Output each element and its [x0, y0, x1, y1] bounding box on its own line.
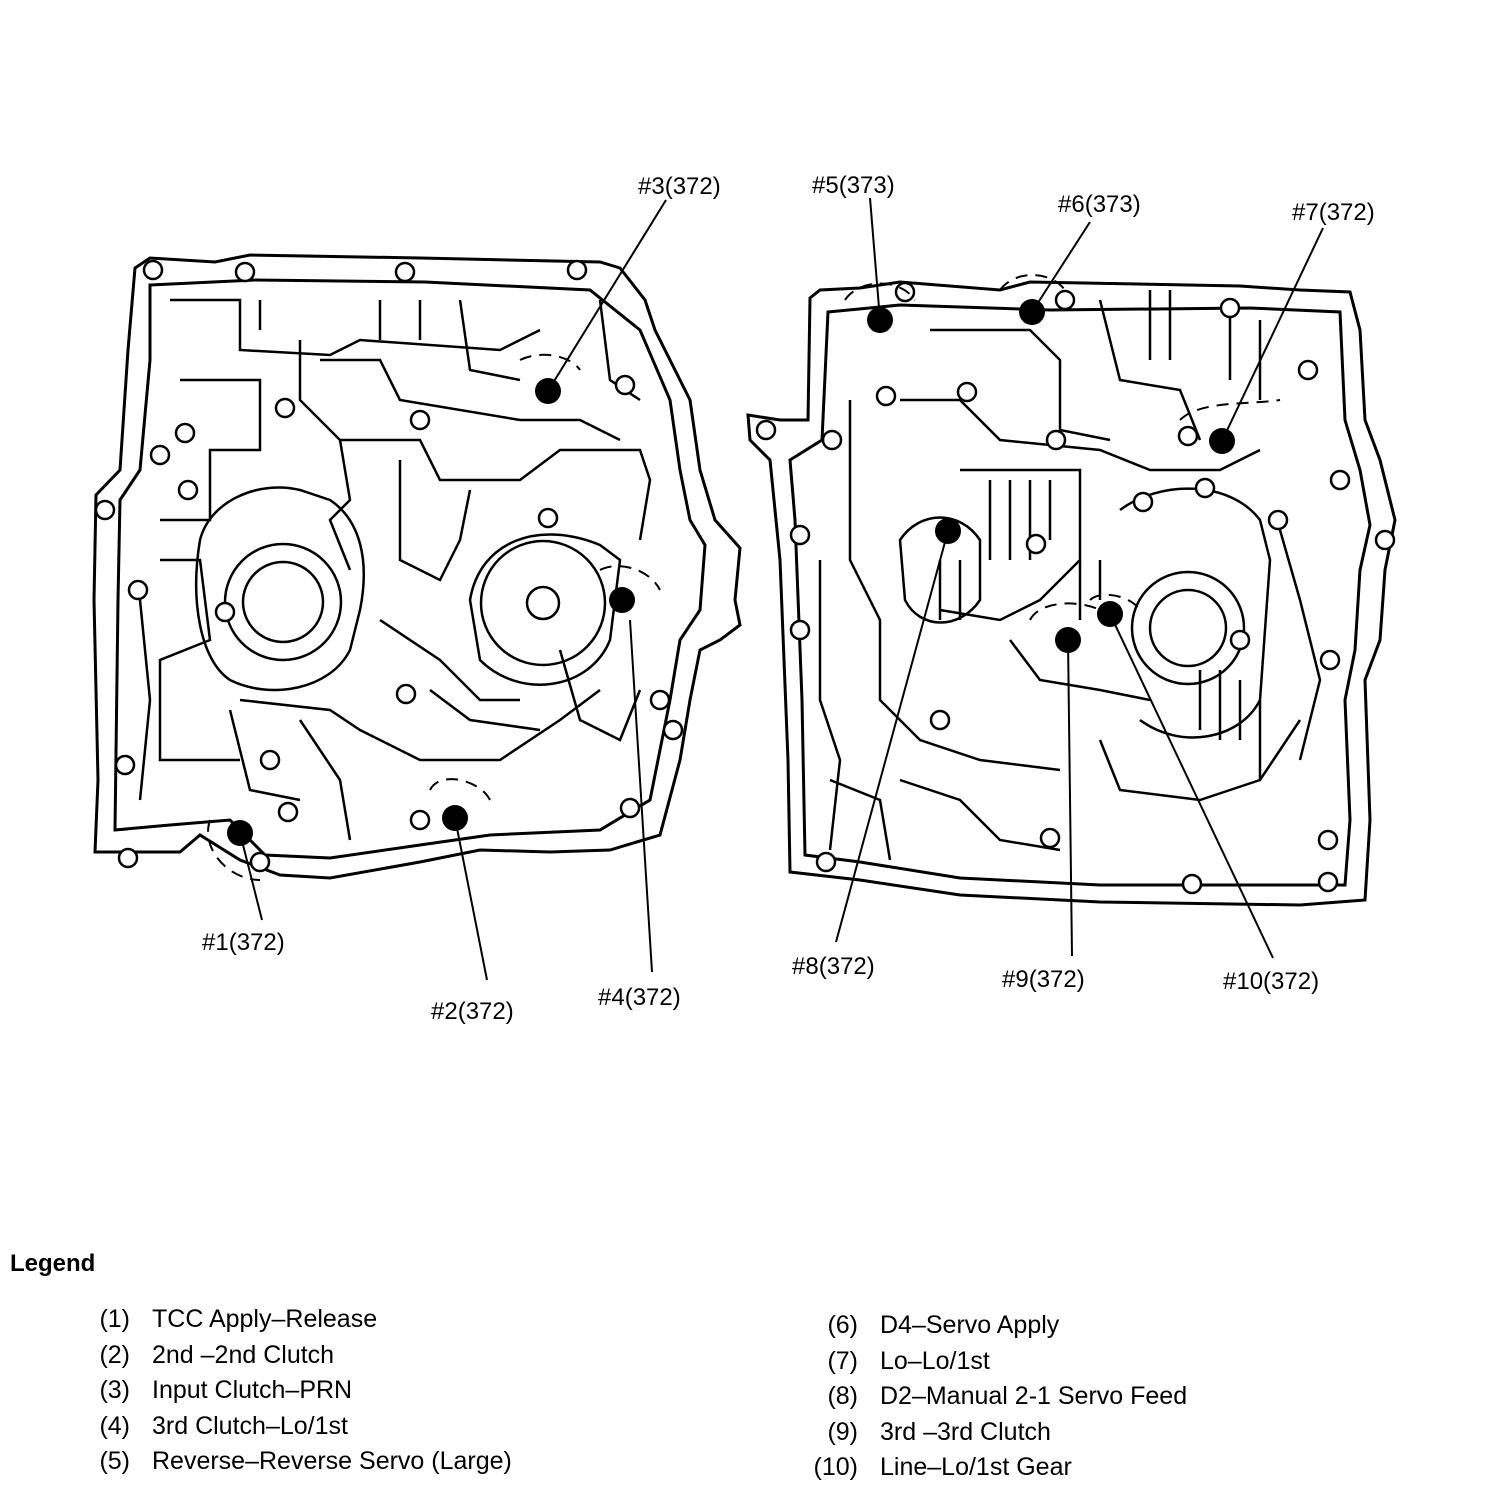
legend-item-number: (10)	[813, 1453, 858, 1482]
legend-left-column: (1)TCC Apply–Release (2)2nd –2nd Clutch …	[72, 1302, 512, 1480]
legend-item: (2) 2nd –2nd Clutch	[72, 1338, 512, 1374]
legend-item-text: Line–Lo/1st Gear	[880, 1453, 1072, 1482]
legend-item-number: (3)	[99, 1376, 130, 1405]
legend-item-text: Lo–Lo/1st	[880, 1346, 990, 1375]
legend-item-number: (6)	[827, 1311, 858, 1340]
callout-5-label: #5(373)	[812, 172, 895, 199]
legend-item: (1) TCC Apply–Release	[72, 1302, 512, 1338]
legend-item: (6) D4–Servo Apply	[806, 1308, 1187, 1344]
legend-item-text: 3rd –3rd Clutch	[880, 1417, 1051, 1446]
legend-item-number: (4)	[99, 1411, 130, 1440]
callout-9-label: #9(372)	[1002, 966, 1085, 993]
callout-4-label: #4(372)	[598, 984, 681, 1011]
callout-3-label: #3(372)	[638, 173, 721, 200]
legend-item: (5) Reverse–Reverse Servo (Large)	[72, 1444, 512, 1480]
legend-item: (3) Input Clutch–PRN	[72, 1373, 512, 1409]
legend-item-text: D4–Servo Apply	[880, 1311, 1060, 1340]
callout-10-label: #10(372)	[1223, 968, 1319, 995]
legend-item: (9) 3rd –3rd Clutch	[806, 1415, 1187, 1451]
legend-item-text: 2nd –2nd Clutch	[152, 1340, 335, 1369]
legend-item-number: (8)	[827, 1382, 858, 1411]
leader-lines	[239, 197, 1324, 981]
callout-6-label: #6(373)	[1058, 191, 1141, 218]
callout-1-label: #1(372)	[202, 929, 285, 956]
valve-body-diagram: .plate { fill: none; stroke: #000; strok…	[92, 172, 1397, 1025]
left-valve-body	[92, 253, 742, 881]
legend-item-number: (2)	[99, 1340, 130, 1369]
legend-item-text: Reverse–Reverse Servo (Large)	[152, 1447, 512, 1476]
legend-item-text: TCC Apply–Release	[152, 1305, 378, 1334]
legend-item-text: Input Clutch–PRN	[152, 1376, 353, 1405]
legend-title: Legend	[10, 1250, 96, 1277]
legend-item: (10) Line–Lo/1st Gear	[806, 1450, 1187, 1486]
legend-right-column: (6) D4–Servo Apply (7) Lo–Lo/1st (8) D2–Man…	[806, 1308, 1188, 1486]
legend-item: (8) D2–Manual 2-1 Servo Feed	[806, 1379, 1187, 1415]
legend-item-number: (1)	[99, 1305, 130, 1334]
callout-8-label: #8(372)	[792, 953, 875, 980]
callout-7-label: #7(372)	[1292, 199, 1375, 226]
legend-item-text: 3rd Clutch–Lo/1st	[152, 1411, 348, 1440]
legend-item: (7) Lo–Lo/1st	[806, 1344, 1187, 1380]
legend-item-number: (5)	[99, 1447, 130, 1476]
right-valve-body	[746, 274, 1397, 907]
legend-item-number: (7)	[827, 1346, 858, 1375]
legend-item-number: (9)	[827, 1417, 858, 1446]
callout-2-label: #2(372)	[431, 998, 514, 1025]
callout-labels: #1(372) #2(372) #3(372) #4(372) #5(373) …	[202, 172, 1375, 1025]
legend-item: (4) 3rd Clutch–Lo/1st	[72, 1409, 512, 1445]
legend-item-text: D2–Manual 2-1 Servo Feed	[880, 1382, 1188, 1411]
